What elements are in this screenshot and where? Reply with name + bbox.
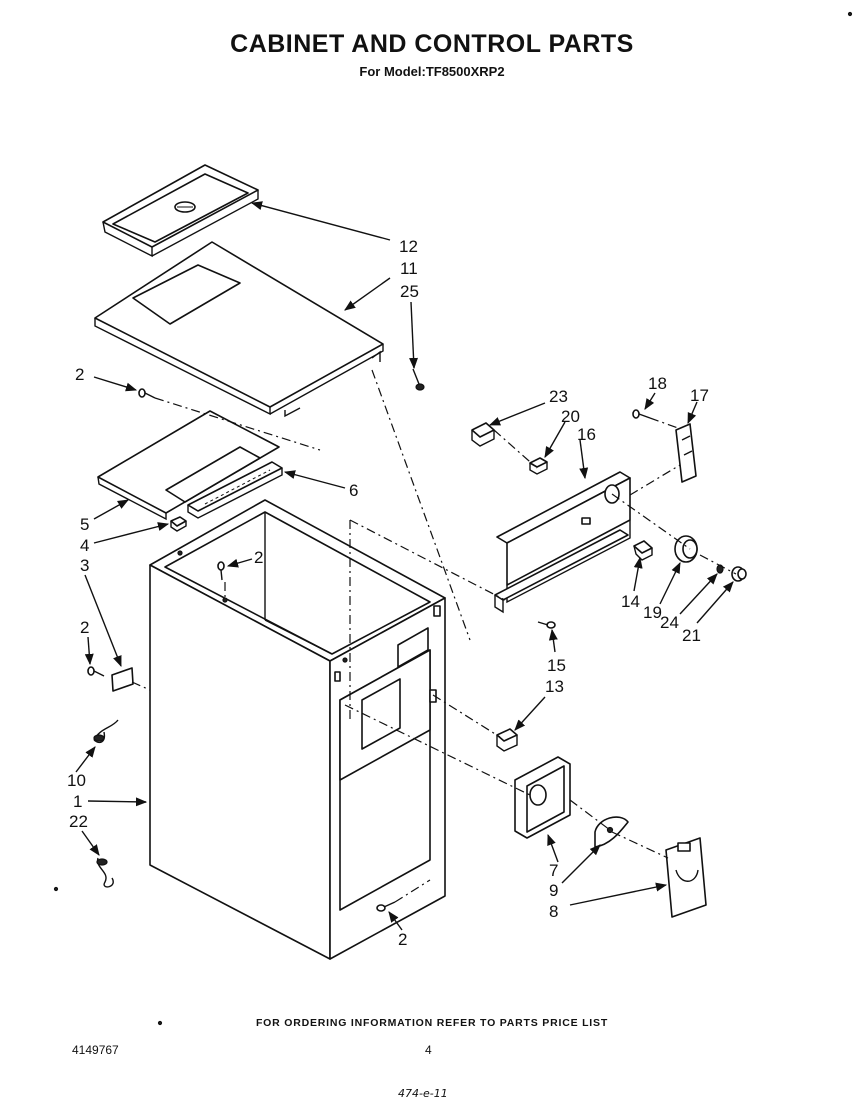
part-21-knob — [731, 566, 747, 582]
callout-1: 1 — [73, 792, 82, 811]
callout-23: 23 — [549, 387, 568, 406]
part-1-cabinet — [149, 499, 446, 960]
part-3-bracket — [87, 666, 134, 692]
part-19-dial — [674, 535, 698, 563]
alignment-lines — [131, 369, 737, 903]
callout-20: 20 — [561, 407, 580, 426]
part-22-harness — [96, 857, 114, 888]
callout-13: 13 — [545, 677, 564, 696]
part-17-switch — [675, 423, 697, 483]
part-12-panel-cover — [102, 164, 259, 258]
page-title: CABINET AND CONTROL PARTS — [230, 30, 634, 58]
callout-labels: 12 11 25 2 23 20 16 18 17 6 5 4 3 2 14 1… — [67, 237, 709, 949]
callout-19: 19 — [643, 603, 662, 622]
speck-mark — [53, 886, 59, 892]
callout-7: 7 — [549, 861, 558, 880]
callout-12: 12 — [399, 237, 418, 256]
callout-11: 11 — [400, 259, 418, 278]
callout-2-bottom: 2 — [398, 930, 407, 949]
callout-24: 24 — [660, 613, 679, 632]
part-23-switch — [471, 422, 495, 447]
callout-2-top: 2 — [75, 365, 84, 384]
ordering-note: FOR ORDERING INFORMATION REFER TO PARTS … — [255, 1017, 609, 1029]
part-25-screw — [412, 368, 425, 391]
handwritten-note: 474-e-11 — [398, 1087, 448, 1100]
callout-2-inside: 2 — [254, 548, 263, 567]
callout-14: 14 — [621, 592, 640, 611]
part-16-console — [494, 471, 631, 614]
speck-mark — [847, 11, 853, 17]
part-2-screw-bottom — [376, 901, 396, 912]
part-5-top-panel — [97, 410, 280, 521]
part-18-screw — [632, 409, 651, 419]
part-15-screw — [537, 621, 556, 629]
part-13-switch — [496, 728, 518, 752]
callout-18: 18 — [648, 374, 667, 393]
part-6-strip — [187, 461, 283, 519]
callout-25: 25 — [400, 282, 419, 301]
part-11-top — [94, 241, 384, 418]
part-2-screw-top — [138, 388, 156, 399]
callout-16: 16 — [577, 425, 596, 444]
part-7-housing — [514, 756, 571, 839]
part-20-clip — [529, 457, 548, 475]
speck-mark — [157, 1020, 163, 1026]
callout-10: 10 — [67, 771, 86, 790]
callout-21: 21 — [682, 626, 701, 645]
callout-22: 22 — [69, 812, 88, 831]
part-9-disc — [594, 816, 629, 848]
callout-17: 17 — [690, 386, 709, 405]
callout-3: 3 — [80, 556, 89, 575]
callout-2-side: 2 — [80, 618, 89, 637]
part-2-screw-inside — [217, 561, 225, 581]
part-8-cover — [665, 837, 707, 918]
leader-lines — [75, 201, 734, 931]
model-subtitle: For Model:TF8500XRP2 — [359, 64, 505, 79]
callout-6: 6 — [349, 481, 358, 500]
page-number: 4 — [425, 1043, 432, 1057]
part-4-clip — [170, 516, 187, 532]
part-14-knob — [633, 540, 653, 561]
callout-8: 8 — [549, 902, 558, 921]
callout-9: 9 — [549, 881, 558, 900]
part-10-harness — [93, 719, 119, 744]
document-number: 4149767 — [72, 1043, 119, 1057]
callout-4: 4 — [80, 536, 89, 555]
callout-5: 5 — [80, 515, 89, 534]
callout-15: 15 — [547, 656, 566, 675]
